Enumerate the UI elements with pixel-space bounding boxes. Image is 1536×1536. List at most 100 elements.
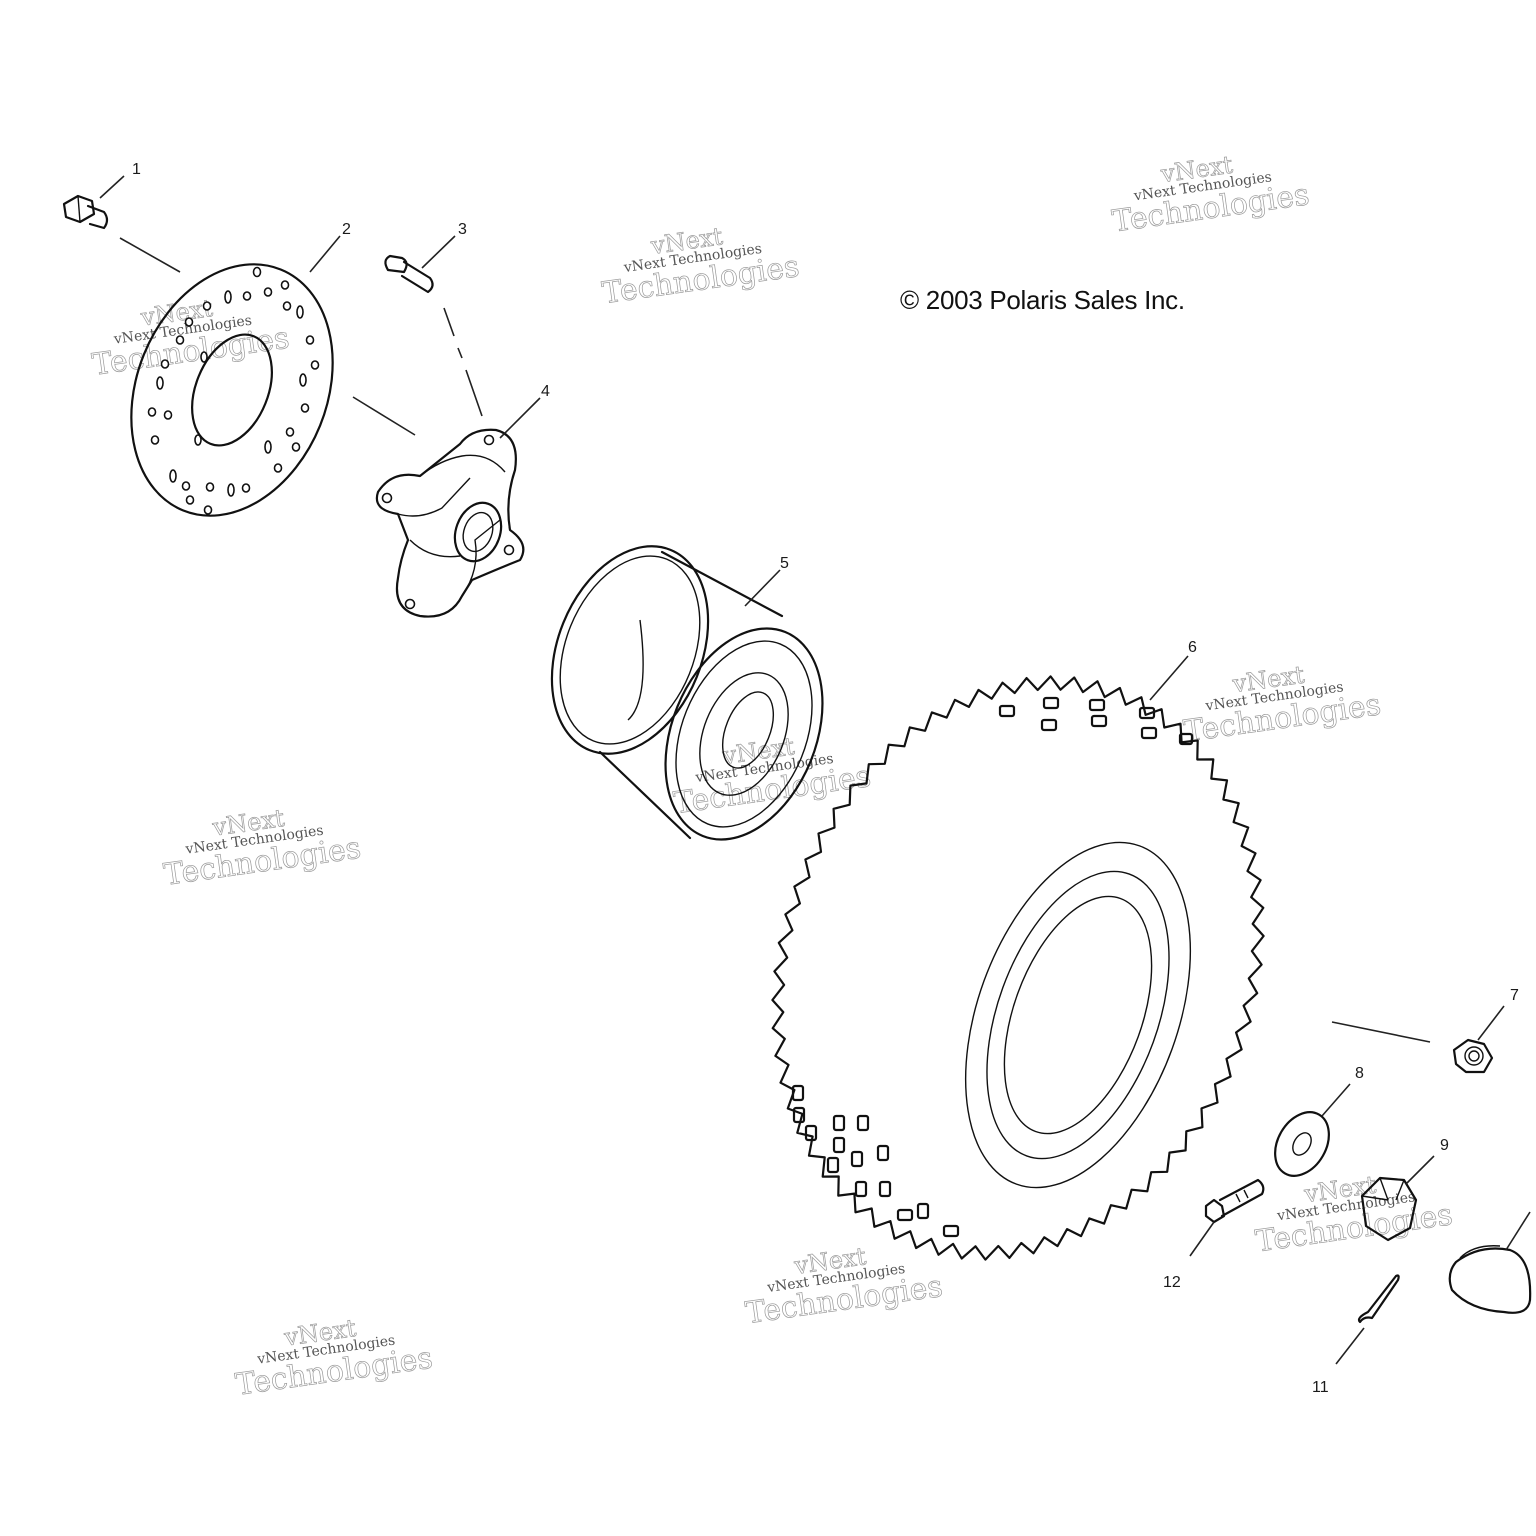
leader-1 [99,175,125,199]
tread-block [832,1136,846,1154]
disc-hole [203,505,213,515]
tread-block [792,1106,806,1124]
watermark: vNext vNext Technologies Technologies [743,1242,945,1332]
disc-hole [305,335,315,345]
disc-hole [285,427,295,437]
watermark: vNext vNext Technologies Technologies [600,222,802,312]
tread-block [856,1114,870,1132]
disc-hole [241,483,251,493]
part-8-washer [1274,1111,1330,1177]
callout-2: 2 [342,221,351,238]
disc-hole [273,463,283,473]
disc-hole [280,280,290,290]
tread-block [826,1156,840,1174]
tread-block [850,1150,864,1168]
part-6-tire [771,675,1265,1261]
watermark-group: vNext vNext Technologies Technologies vN… [90,150,1456,1404]
part-1-bolt [62,194,109,230]
disc-hole [296,305,304,319]
tread-block [1138,706,1156,720]
watermark: vNext vNext Technologies Technologies [1253,1170,1455,1260]
callout-1: 1 [132,161,141,178]
part-9-axle-nut [1360,1176,1418,1242]
leader-4 [499,397,541,439]
tread-block [1090,714,1108,728]
disc-hole [185,495,195,505]
leader-12 [1189,1221,1215,1257]
disc-hole [175,335,185,345]
leader-8 [1321,1083,1351,1117]
tread-blocks [791,696,1194,1238]
disc-hole [194,434,202,446]
part-10-hub-cap [1448,1245,1532,1314]
part-5-wheel-rim [550,545,824,841]
part-7-lug-nut [1452,1038,1494,1074]
disc-hole [299,373,307,387]
disc-hole [264,440,272,454]
part-2-brake-disc [130,263,334,517]
part-12-bolt [1204,1178,1265,1224]
callout-8: 8 [1355,1065,1364,1082]
disc-hole [310,360,320,370]
disc-hole [263,287,273,297]
leader-7 [1477,1005,1505,1041]
leader-10 [1505,1211,1531,1251]
disc-hole [282,301,292,311]
disc-hole [147,407,157,417]
tread-block [791,1084,805,1102]
tread-block [1042,696,1060,710]
tread-block [1088,698,1106,712]
tread-block [942,1224,960,1238]
part-11-cotter-pin [1357,1274,1400,1324]
callout-7: 7 [1510,987,1519,1004]
disc-hole [150,435,160,445]
copyright-text: © 2003 Polaris Sales Inc. [900,285,1185,315]
disc-hole [242,291,252,301]
tread-block [832,1114,846,1132]
callout-11: 11 [1312,1379,1329,1396]
leader-9 [1405,1155,1435,1185]
callout-6: 6 [1188,639,1197,656]
tread-block [1140,726,1158,740]
watermark: vNext vNext Technologies Technologies [1110,150,1312,240]
watermark: vNext vNext Technologies Technologies [233,1314,435,1404]
leader-5 [744,569,781,607]
disc-hole [205,482,215,492]
tread-block [896,1208,914,1222]
leader-11 [1335,1327,1365,1365]
disc-hole [184,317,194,327]
disc-hole [252,266,262,278]
tread-block [878,1180,892,1198]
axis-line-3 [443,307,483,417]
tread-block [854,1180,868,1198]
tread-block [876,1144,890,1162]
disc-hole [163,410,173,420]
callout-9: 9 [1440,1137,1449,1154]
tread-block [916,1202,930,1220]
callout-4: 4 [541,383,550,400]
watermark: vNext vNext Technologies Technologies [90,294,292,384]
disc-hole [224,290,232,304]
watermark: vNext vNext Technologies Technologies [1181,660,1383,750]
leader-6 [1149,655,1189,701]
disc-hole [227,483,235,497]
callout-3: 3 [458,221,467,238]
disc-hole [160,359,170,369]
disc-holes [147,266,320,515]
tread-block [1178,732,1194,746]
disc-hole [156,376,164,390]
disc-hole [291,442,301,452]
tread-block [804,1124,818,1142]
tread-block [998,704,1016,718]
callout-5: 5 [780,555,789,572]
callout-12: 12 [1163,1274,1181,1291]
disc-hole [300,403,310,413]
leader-2 [309,235,341,273]
disc-hole [202,301,212,311]
part-4-hub [375,428,525,618]
watermark: vNext vNext Technologies Technologies [161,804,363,894]
disc-hole [169,469,177,483]
axis-line-7 [1331,1021,1431,1043]
axis-line-1 [119,237,181,273]
